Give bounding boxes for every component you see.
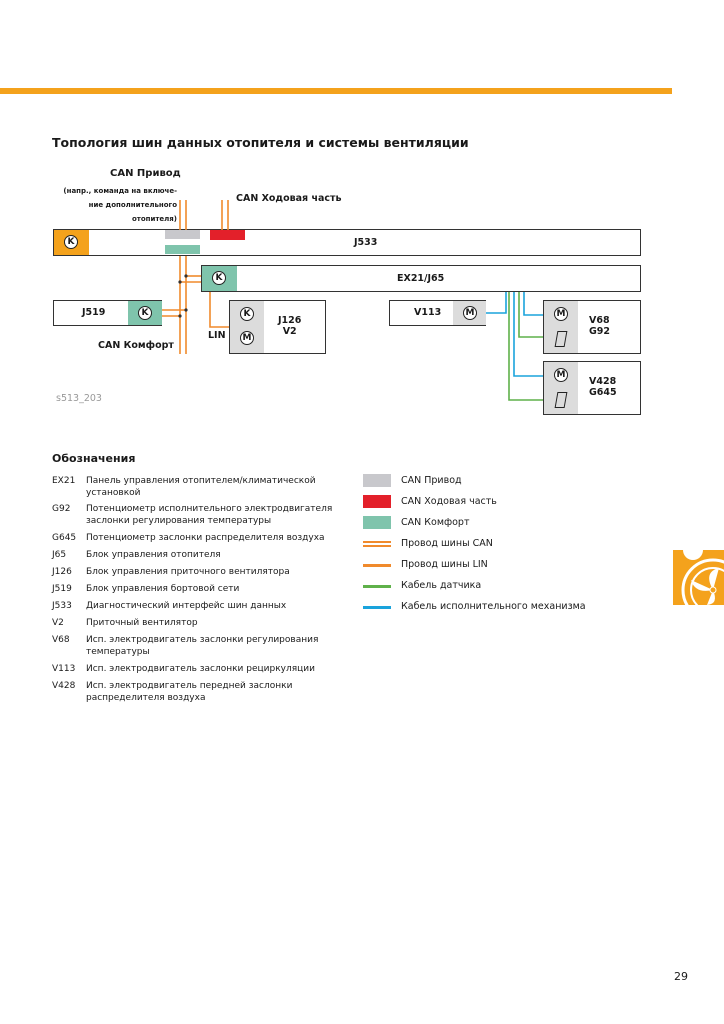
- j126-label: J126 V2: [278, 315, 301, 337]
- j533-unit: K J533: [53, 229, 641, 256]
- can-chassis-block: [210, 230, 245, 240]
- legend-code: V2: [52, 618, 64, 628]
- key-label: CAN Ходовая часть: [401, 496, 497, 507]
- legend-desc: Блок управления бортовой сети: [86, 584, 240, 594]
- key-swatch: [363, 474, 391, 487]
- legend-code: J126: [52, 567, 72, 577]
- transceiver-icon: K: [212, 271, 226, 285]
- note-line: ние дополнительного: [88, 201, 177, 209]
- sensor-wires: [508, 292, 543, 401]
- legend-desc: Исп. электродвигатель заслонки рециркуля…: [86, 664, 315, 674]
- legend-desc: Диагностический интерфейс шин данных: [86, 601, 287, 611]
- j533-label: J533: [354, 237, 378, 248]
- v113-unit: M V113: [389, 300, 486, 326]
- v68-text: V68: [589, 315, 610, 326]
- key-label: Кабель исполнительного механизма: [401, 601, 586, 612]
- motor-icon: M: [240, 331, 254, 345]
- transceiver-icon: K: [240, 307, 254, 321]
- can-drive-note: (напр., команда на включе- ние дополните…: [55, 184, 177, 226]
- key-label: Кабель датчика: [401, 580, 482, 591]
- legend-desc: Блок управления приточного вентилятора: [86, 567, 290, 577]
- v68-unit: M V68 G92: [543, 300, 641, 354]
- transceiver-icon: K: [138, 306, 152, 320]
- fan-icon: [673, 550, 724, 605]
- legend-desc: Панель управления отопителем/климатическ…: [86, 476, 316, 498]
- legend-code: J65: [52, 550, 67, 560]
- page-number: 29: [674, 970, 688, 983]
- can-drive-block: [165, 230, 200, 239]
- legend-desc: Блок управления отопителя: [86, 550, 221, 560]
- g645-text: G645: [589, 387, 617, 398]
- key-item: Провод шины CAN: [363, 537, 623, 551]
- legend-desc: Потенциометр заслонки распределителя воз…: [86, 533, 325, 543]
- key-label: Провод шины LIN: [401, 559, 488, 570]
- key-item: CAN Комфорт: [363, 516, 623, 530]
- legend-code: G92: [52, 504, 71, 514]
- actuator-wires: [486, 292, 543, 377]
- j519-label: J519: [82, 307, 106, 318]
- motor-icon: M: [463, 306, 477, 320]
- key-label: CAN Привод: [401, 475, 462, 486]
- legend-code: J519: [52, 584, 72, 594]
- note-line: (напр., команда на включе-: [63, 187, 177, 195]
- legend-desc: Исп. электродвигатель заслонки регулиров…: [86, 635, 319, 657]
- j519-unit: K J519: [53, 300, 162, 326]
- legend-code: V113: [52, 664, 76, 674]
- v113-label: V113: [414, 307, 442, 318]
- key-item: Кабель исполнительного механизма: [363, 600, 623, 614]
- motor-icon: M: [554, 307, 568, 321]
- key-swatch: [363, 516, 391, 529]
- key-swatch: [363, 541, 391, 547]
- transceiver-icon: K: [64, 235, 78, 249]
- top-accent-bar: [0, 88, 672, 94]
- v428-text: V428: [589, 376, 617, 387]
- legend-code: EX21: [52, 476, 76, 486]
- key-item: CAN Ходовая часть: [363, 495, 623, 509]
- j126-text: J126: [278, 315, 302, 326]
- key-swatch: [363, 585, 391, 588]
- key-swatch: [363, 606, 391, 609]
- key-swatch: [363, 564, 391, 567]
- v2-text: V2: [282, 326, 297, 337]
- legend-desc: Потенциометр исполнительного электродвиг…: [86, 504, 333, 526]
- key-swatch: [363, 495, 391, 508]
- ex21-label: EX21/J65: [397, 273, 445, 284]
- legend-code: G645: [52, 533, 77, 543]
- v428-label: V428 G645: [589, 376, 617, 398]
- page-title: Топология шин данных отопителя и системы…: [52, 135, 469, 150]
- legend-desc: Приточный вентилятор: [86, 618, 198, 628]
- legend-code: V428: [52, 681, 76, 691]
- legend-title: Обозначения: [52, 452, 136, 465]
- v68-label: V68 G92: [589, 315, 610, 337]
- key-item: Кабель датчика: [363, 579, 623, 593]
- can-comfort-label: CAN Комфорт: [98, 340, 174, 351]
- legend-code: V68: [52, 635, 70, 645]
- can-drive-label: CAN Привод: [110, 168, 181, 179]
- key-item: Провод шины LIN: [363, 558, 623, 572]
- figure-caption: s513_203: [56, 393, 102, 404]
- can-chassis-label: CAN Ходовая часть: [236, 193, 342, 204]
- key-label: CAN Комфорт: [401, 517, 470, 528]
- ex21-unit: K EX21/J65: [201, 265, 641, 292]
- g92-text: G92: [589, 326, 611, 337]
- lin-wire: [209, 292, 229, 328]
- legend-code: J533: [52, 601, 72, 611]
- note-line: отопителя): [131, 215, 177, 223]
- can-comfort-block: [165, 245, 200, 254]
- key-item: CAN Привод: [363, 474, 623, 488]
- motor-icon: M: [554, 368, 568, 382]
- key-label: Провод шины CAN: [401, 538, 493, 549]
- legend-desc: Исп. электродвигатель передней заслонки …: [86, 681, 293, 703]
- v428-unit: M V428 G645: [543, 361, 641, 415]
- lin-label: LIN: [208, 330, 226, 341]
- j126-unit: K M J126 V2: [229, 300, 326, 354]
